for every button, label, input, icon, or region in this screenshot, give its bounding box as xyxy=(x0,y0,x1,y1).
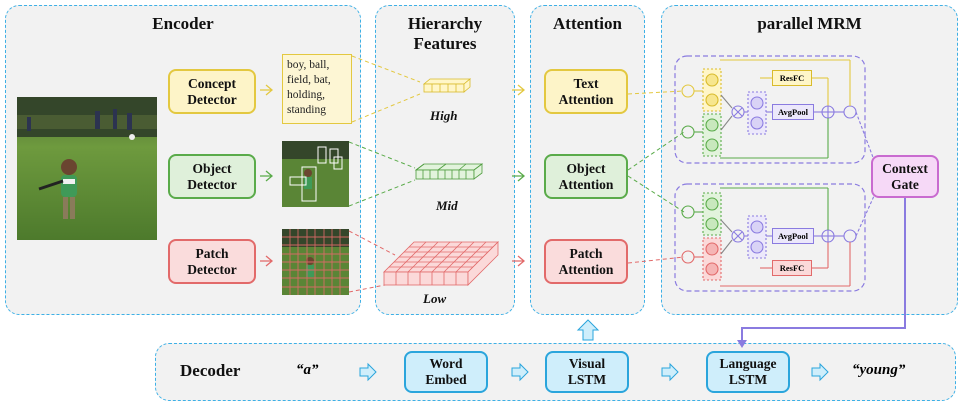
visual-lstm-to-attention-arrow xyxy=(576,319,600,341)
mrm-title: parallel MRM xyxy=(757,14,862,33)
attention-title: Attention xyxy=(553,14,622,33)
mid-label: Mid xyxy=(436,198,458,213)
concepts-list: boy, ball,field, bat,holding,standing xyxy=(282,54,352,124)
decoder-title: Decoder xyxy=(180,361,241,380)
object-detection-thumbnail xyxy=(282,141,349,207)
patch-grid-thumbnail xyxy=(282,229,349,295)
high-feature-tensor xyxy=(422,78,472,93)
decoder-arrows xyxy=(359,362,829,382)
encoder-title: Encoder xyxy=(152,14,214,33)
hierarchy-title: Hierarchy Features xyxy=(375,14,515,54)
gate-to-language-lstm-line xyxy=(741,198,906,345)
mid-feature-tensor xyxy=(414,163,484,180)
avgpool-box-bottom: AvgPool xyxy=(772,228,814,244)
input-photo xyxy=(17,97,157,240)
mrm-module-bottom xyxy=(681,187,875,287)
low-feature-tensor xyxy=(383,241,499,286)
low-label: Low xyxy=(423,291,447,306)
avgpool-box-top: AvgPool xyxy=(772,104,814,120)
detector-arrows xyxy=(260,84,274,267)
hierarchy-title-line2: Features xyxy=(413,34,477,53)
high-label: High xyxy=(430,108,458,123)
mrm-module-top xyxy=(681,59,875,161)
resfc-box-top: ResFC xyxy=(772,70,812,86)
resfc-box-bottom: ResFC xyxy=(772,260,812,276)
hierarchy-title-line1: Hierarchy xyxy=(407,14,483,33)
input-word: “a” xyxy=(296,362,319,378)
output-word: “young” xyxy=(852,362,906,378)
